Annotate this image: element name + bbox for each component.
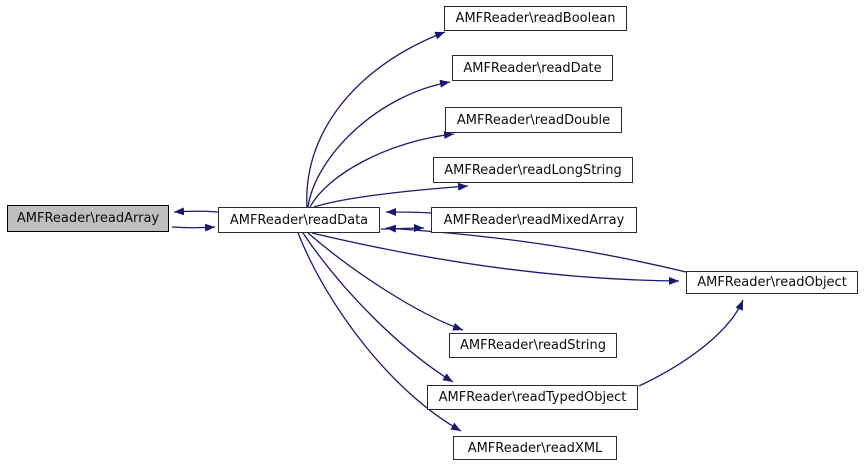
edge-readTypedObject-readObject <box>638 299 744 387</box>
edge-readObject-readData <box>385 224 687 273</box>
node-read-mixed-array[interactable]: AMFReader\readMixedArray <box>431 207 637 233</box>
edge-readData-readArray <box>173 207 219 216</box>
edge-readData-readTypedObject <box>302 232 454 383</box>
node-read-date[interactable]: AMFReader\readDate <box>452 55 613 81</box>
node-read-xml[interactable]: AMFReader\readXML <box>453 436 617 460</box>
edge-readData-readDate <box>307 79 451 208</box>
node-read-string[interactable]: AMFReader\readString <box>449 333 617 358</box>
edge-readData-readXML <box>297 232 462 432</box>
node-read-object[interactable]: AMFReader\readObject <box>686 271 858 294</box>
edge-readData-readLongString <box>313 182 469 208</box>
node-read-data[interactable]: AMFReader\readData <box>218 207 380 233</box>
edge-readMixedArray-readData <box>385 208 432 217</box>
edge-readArray-readData <box>171 223 216 232</box>
edge-readData-readBoolean <box>306 31 446 208</box>
edge-readData-readObject <box>311 232 680 285</box>
node-read-long-string[interactable]: AMFReader\readLongString <box>433 157 633 183</box>
node-read-array: AMFReader\readArray <box>7 205 169 232</box>
node-read-double[interactable]: AMFReader\readDouble <box>445 107 622 133</box>
edge-readData-readString <box>307 232 464 331</box>
node-read-typed-object[interactable]: AMFReader\readTypedObject <box>427 385 638 410</box>
node-read-boolean[interactable]: AMFReader\readBoolean <box>444 6 627 31</box>
edge-readData-readDouble <box>309 131 455 208</box>
